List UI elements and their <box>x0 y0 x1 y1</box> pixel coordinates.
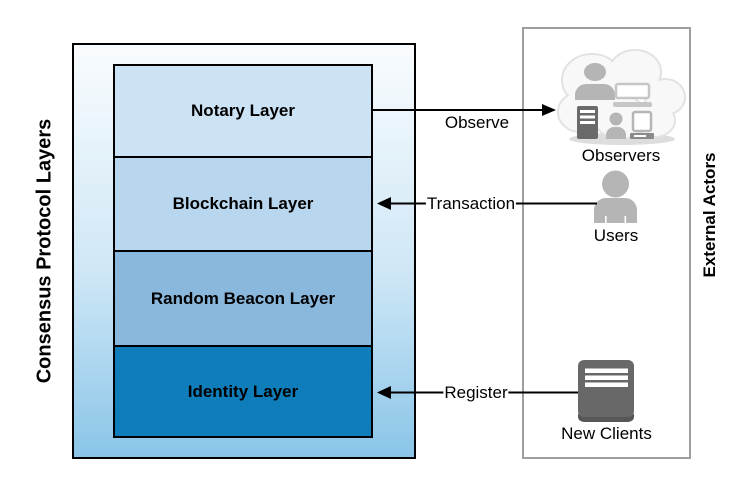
random-beacon-layer-label: Random Beacon Layer <box>150 288 336 308</box>
desktop-computer-icon <box>630 110 654 139</box>
observe-arrow-label: Observe <box>444 113 510 132</box>
external-actors-title: External Actors <box>700 152 719 278</box>
notary-layer-label: Notary Layer <box>191 101 295 120</box>
new-clients-label: New Clients <box>561 424 652 443</box>
notary-layer-box: Notary Layer <box>113 64 373 158</box>
transaction-arrow-label: Transaction <box>425 194 517 214</box>
server-tower-icon <box>577 106 598 139</box>
identity-layer-label: Identity Layer <box>187 381 299 401</box>
identity-layer-box: Identity Layer <box>113 345 373 438</box>
server-box-icon <box>578 360 634 422</box>
users-label: Users <box>593 226 639 245</box>
register-arrow-label: Register <box>443 383 509 403</box>
user-icon <box>594 170 637 224</box>
blockchain-layer-box: Blockchain Layer <box>113 156 373 252</box>
observer-person-icon <box>575 63 615 100</box>
random-beacon-layer-box: Random Beacon Layer <box>113 250 373 347</box>
observers-cloud-icon <box>557 49 686 145</box>
laptop-icon <box>613 82 652 107</box>
consensus-protocol-layers-title: Consensus Protocol Layers <box>33 118 56 384</box>
blockchain-layer-label: Blockchain Layer <box>172 194 314 213</box>
observers-label: Observers <box>581 146 661 165</box>
small-person-icon <box>606 112 626 139</box>
